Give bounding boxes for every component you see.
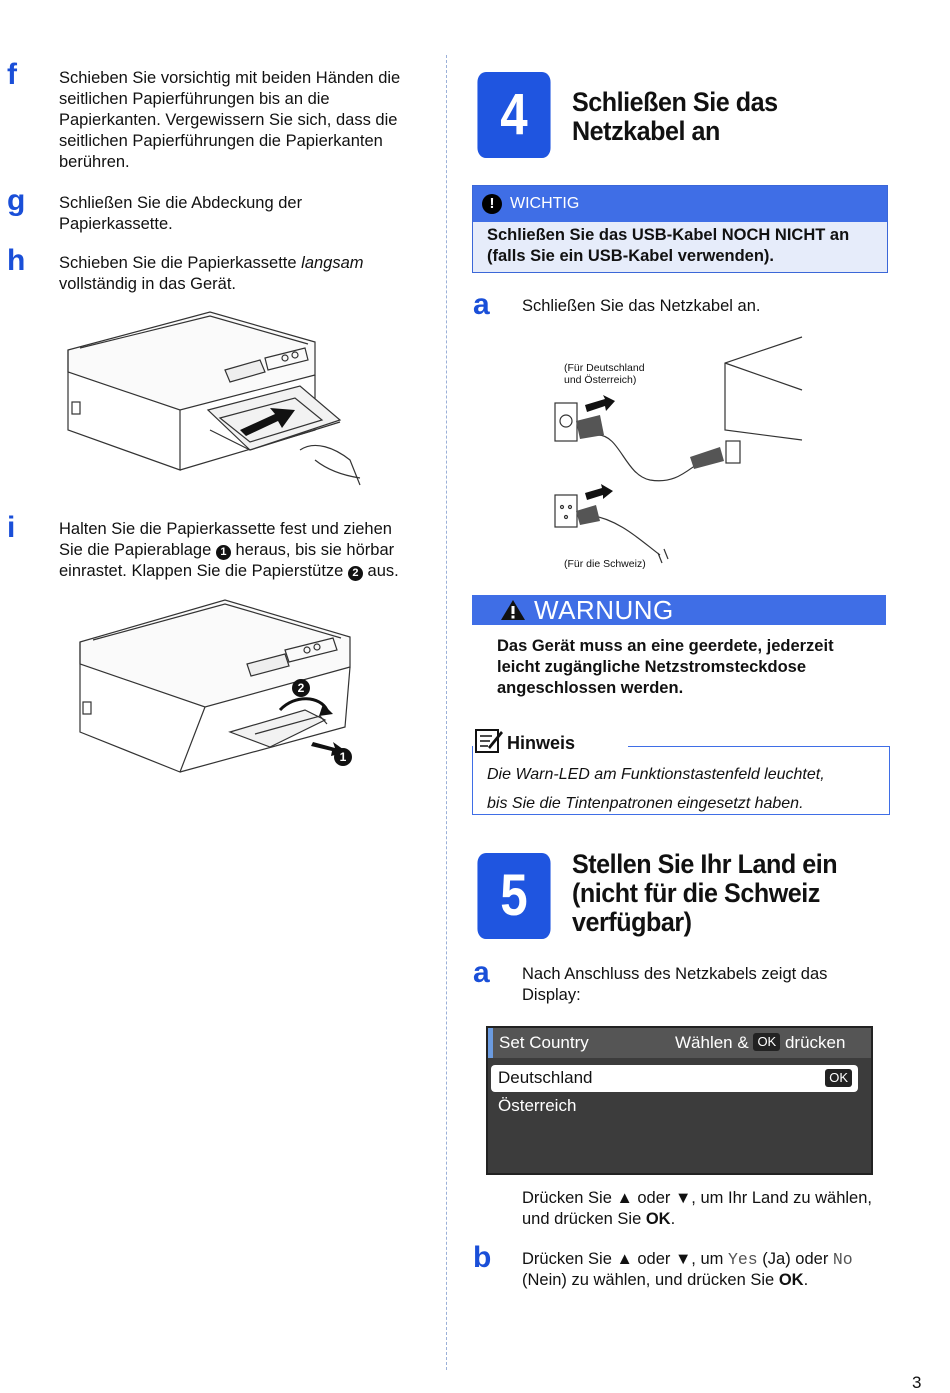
column-divider <box>446 55 447 1370</box>
printer-output-tray-illustration <box>79 599 351 773</box>
section-5-step-a-text: Nach Anschluss des Netzkabels zeigt das … <box>522 965 828 1004</box>
lcd-option-ok-icon: OK <box>825 1069 852 1087</box>
step-i-text: Halten Sie die Papierkassette fest und z… <box>59 520 399 581</box>
warning-title: WARNUNG <box>534 595 674 625</box>
power-cable-illustration <box>554 336 803 564</box>
section-5-step-letter-a: a <box>473 956 490 989</box>
page-number: 3 <box>912 1373 922 1392</box>
important-box: ! WICHTIG Schließen Sie das USB-Kabel NO… <box>472 185 888 273</box>
note-box <box>472 746 890 815</box>
lcd-option-oesterreich[interactable]: Österreich <box>498 1096 577 1115</box>
step-letter-g: g <box>7 184 26 217</box>
lcd-header-hint: Wählen & OK drücken <box>675 1033 846 1052</box>
caption-germany-austria: (Für Deutschland und Österreich) <box>564 362 645 386</box>
lcd-option-selected[interactable]: Deutschland OK <box>491 1065 858 1092</box>
printer-insert-tray-illustration <box>67 311 361 486</box>
warning-triangle-icon <box>501 600 525 620</box>
important-label: WICHTIG <box>510 195 580 212</box>
section-4-title: Schließen Sie das Netzkabel an <box>572 87 778 146</box>
note-title: Hinweis <box>507 733 576 753</box>
step-f-text: Schieben Sie vorsichtig mit beiden Hände… <box>59 69 401 171</box>
figure-marker-1: 1 <box>334 748 352 766</box>
lcd-header: Set Country Wählen & OK drücken <box>488 1028 871 1058</box>
note-pencil-icon <box>475 729 503 753</box>
section-number-4: 4 <box>477 72 551 158</box>
lcd-option-deutschland: Deutschland <box>498 1068 593 1087</box>
marker-1-icon: 1 <box>215 545 231 560</box>
step-letter-h: h <box>7 244 26 277</box>
note-text: Die Warn-LED am Funktionstastenfeld leuc… <box>487 766 825 812</box>
step-h-text: Schieben Sie die Papierkassette langsam … <box>59 254 364 293</box>
lcd-display: Set Country Wählen & OK drücken Deutschl… <box>486 1026 873 1175</box>
section-5-step-b-text: Drücken Sie ▲ oder ▼, um Yes (Ja) oder N… <box>522 1250 853 1289</box>
lcd-header-title: Set Country <box>499 1033 589 1052</box>
section-4-step-a-text: Schließen Sie das Netzkabel an. <box>522 297 761 315</box>
exclamation-icon: ! <box>482 194 502 214</box>
important-header: ! WICHTIG <box>473 186 887 222</box>
section-number-5: 5 <box>477 853 551 939</box>
caption-switzerland: (Für die Schweiz) <box>564 558 646 570</box>
important-text: Schließen Sie das USB-Kabel NOCH NICHT a… <box>487 226 850 265</box>
warning-bar: WARNUNG <box>472 595 886 625</box>
lcd-ok-badge-icon: OK <box>753 1033 781 1051</box>
marker-2-icon: 2 <box>347 566 363 581</box>
step-g-text: Schließen Sie die Abdeckung der Papierka… <box>59 194 303 233</box>
warning-text: Das Gerät muss an eine geerdete, jederze… <box>497 637 834 697</box>
select-country-instruction: Drücken Sie ▲ oder ▼, um Ihr Land zu wäh… <box>522 1189 872 1228</box>
note-box-top-border <box>628 746 890 747</box>
step-letter-i: i <box>7 511 16 544</box>
figure-marker-2: 2 <box>292 679 310 697</box>
section-4-step-letter-a: a <box>473 288 490 321</box>
step-letter-f: f <box>7 58 17 91</box>
section-5-title: Stellen Sie Ihr Land ein (nicht für die … <box>572 849 838 937</box>
section-5-step-letter-b: b <box>473 1241 492 1274</box>
